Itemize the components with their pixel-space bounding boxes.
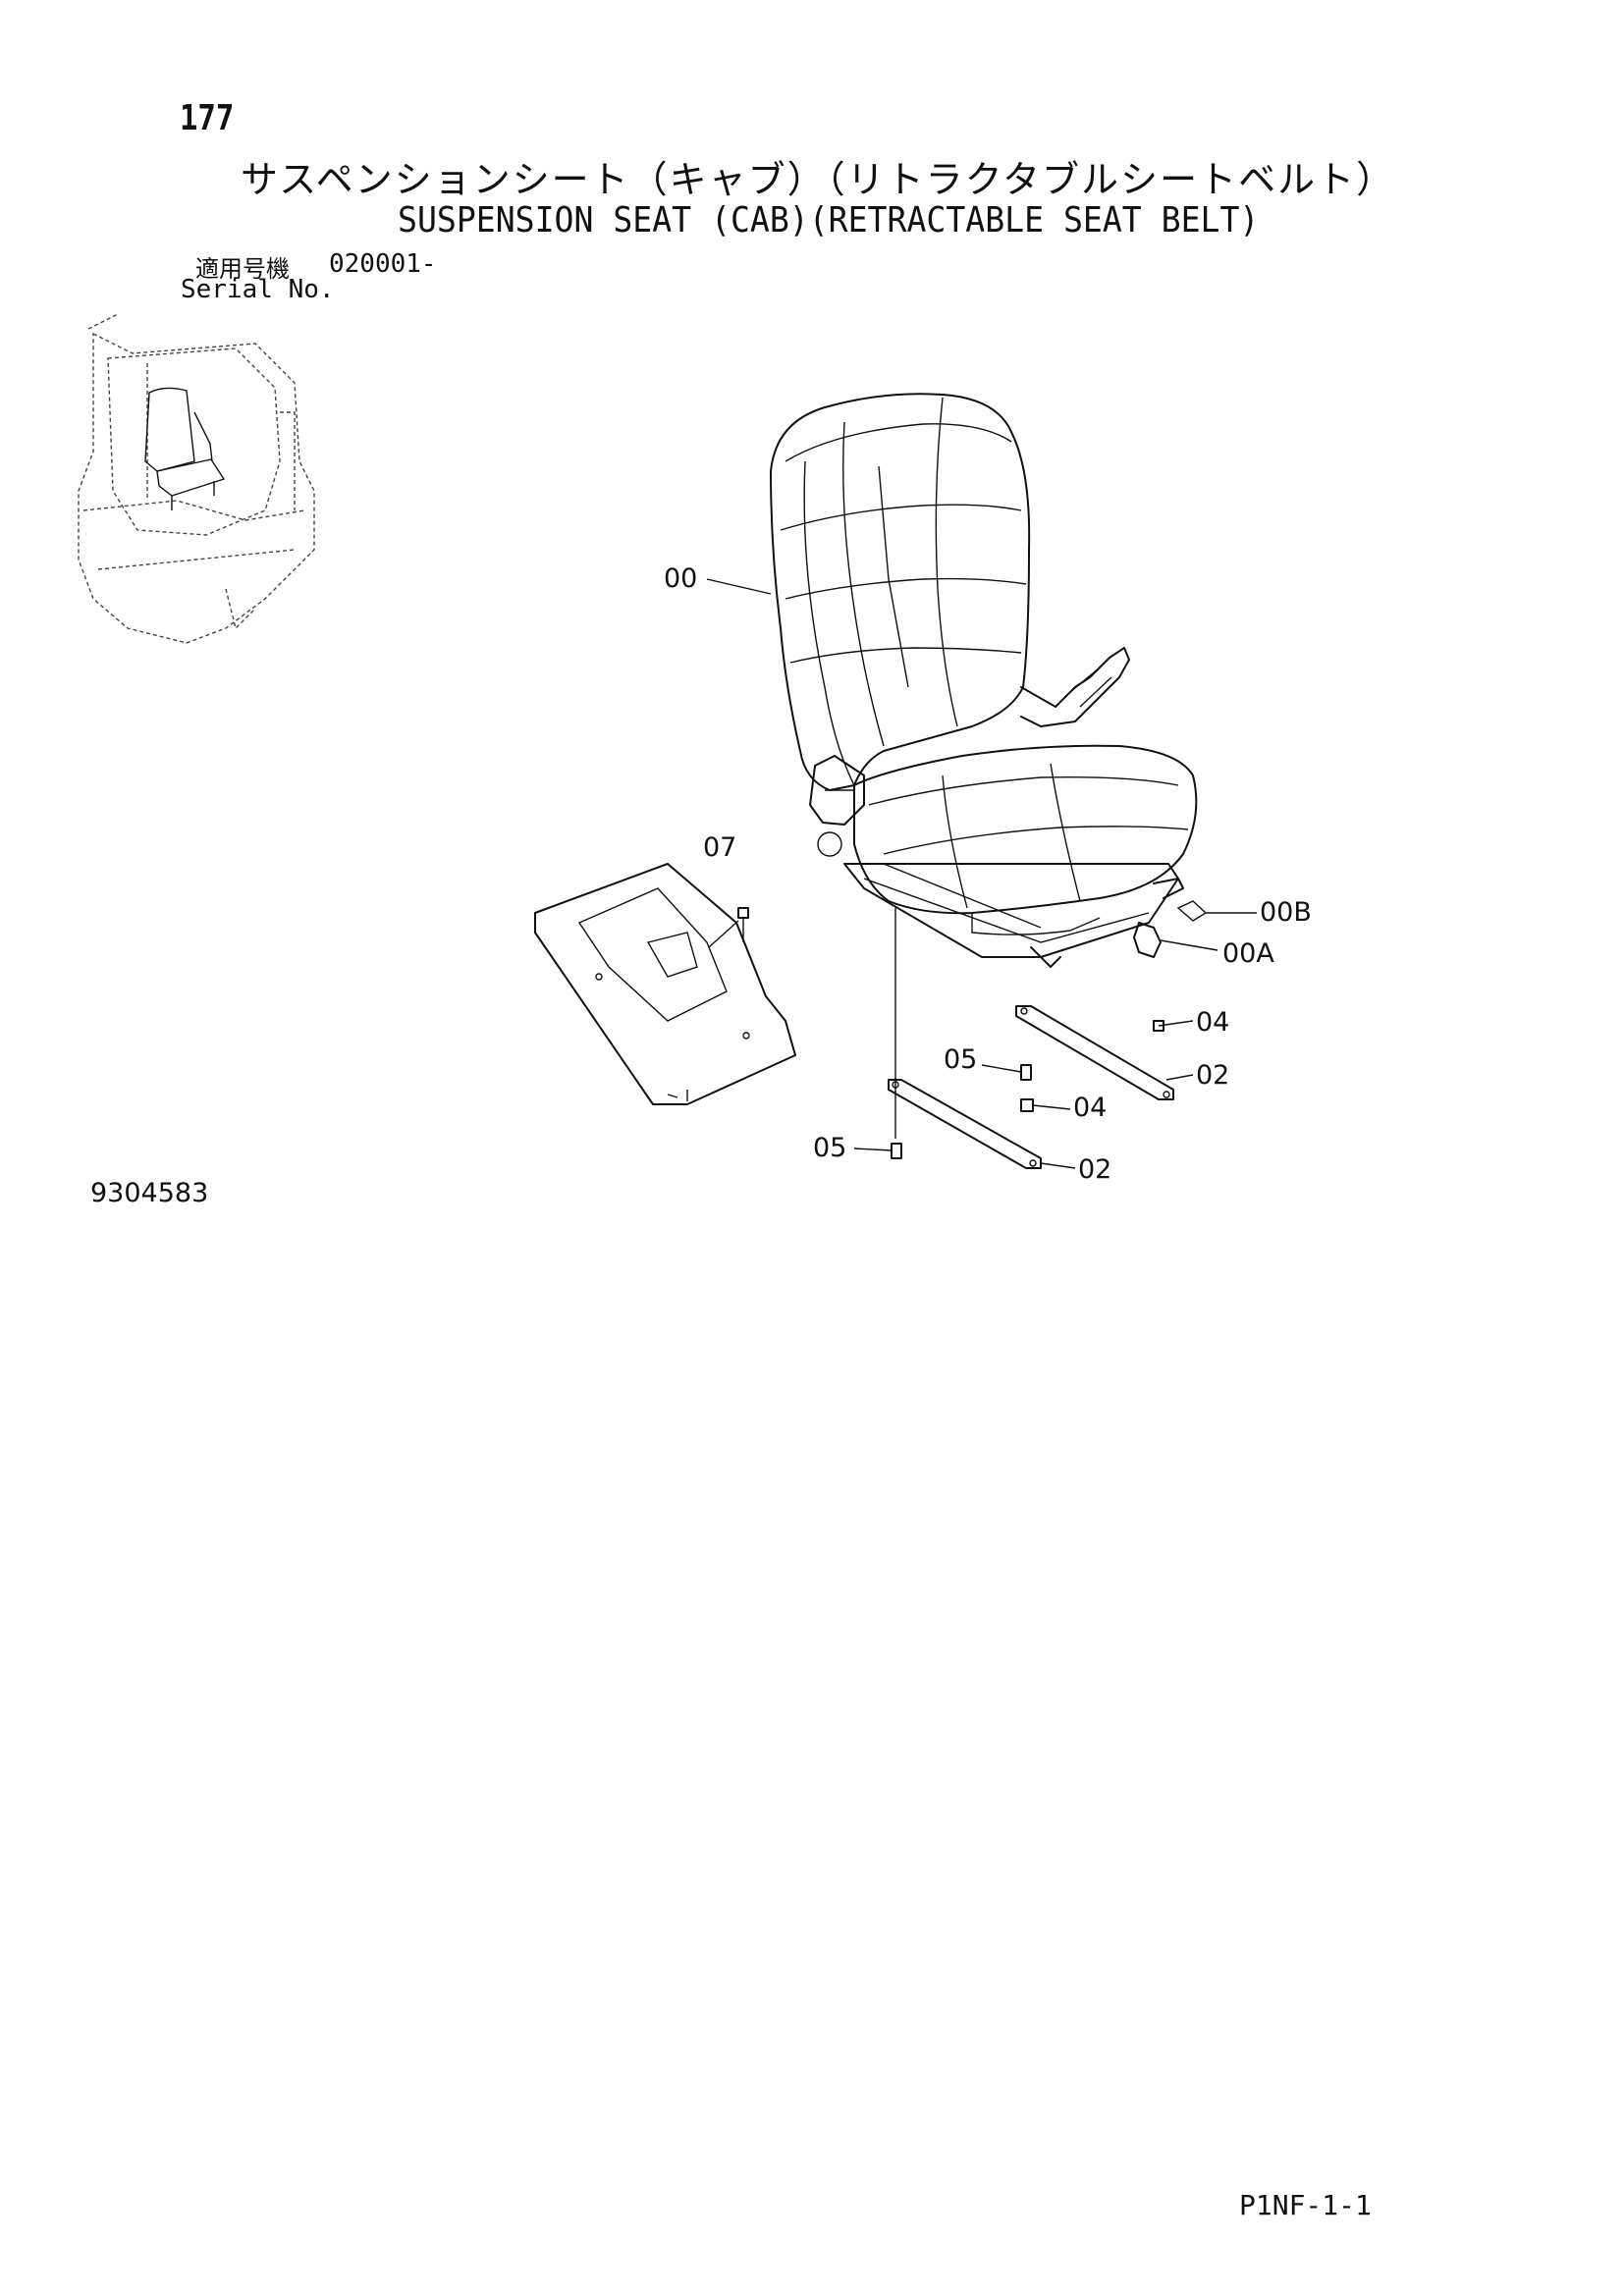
callout-02-lower: 02	[1078, 1154, 1111, 1185]
suspension-seat-illustration	[770, 393, 1198, 1139]
callout-00B: 00B	[1260, 897, 1312, 928]
title-english: SUSPENSION SEAT (CAB)(RETRACTABLE SEAT B…	[398, 200, 1260, 240]
lower-bracket-illustration	[853, 1079, 1042, 1169]
floor-plate-illustration	[534, 863, 796, 1105]
leader-lines	[706, 578, 1194, 1169]
callout-04-lower: 04	[1073, 1093, 1107, 1123]
drawing-number: 9304583	[90, 1178, 209, 1208]
callout-04-upper: 04	[1196, 1007, 1229, 1038]
title-japanese: サスペンションシート（キャブ）（リトラクタブルシートベルト）	[241, 158, 1396, 201]
serial-label-japanese: 適用号機	[195, 255, 290, 283]
callout-05-upper: 05	[944, 1044, 977, 1075]
upper-bracket-illustration	[981, 1005, 1174, 1112]
parts-diagram: 00 07 00B 00A 04 05 02 04 05 02	[78, 313, 1312, 1185]
cab-location-inset	[78, 313, 315, 644]
callout-07: 07	[703, 832, 736, 863]
page-number: 177	[180, 98, 235, 138]
callout-02-upper: 02	[1196, 1060, 1229, 1091]
serial-label-english: Serial No.	[181, 275, 335, 304]
callout-05-lower: 05	[813, 1133, 846, 1163]
serial-value: 020001-	[329, 249, 437, 279]
callout-00A: 00A	[1222, 938, 1274, 969]
slide-handle-parts	[1133, 900, 1257, 958]
sheet-code: P1NF-1-1	[1239, 2189, 1372, 2221]
callout-00: 00	[664, 563, 697, 594]
